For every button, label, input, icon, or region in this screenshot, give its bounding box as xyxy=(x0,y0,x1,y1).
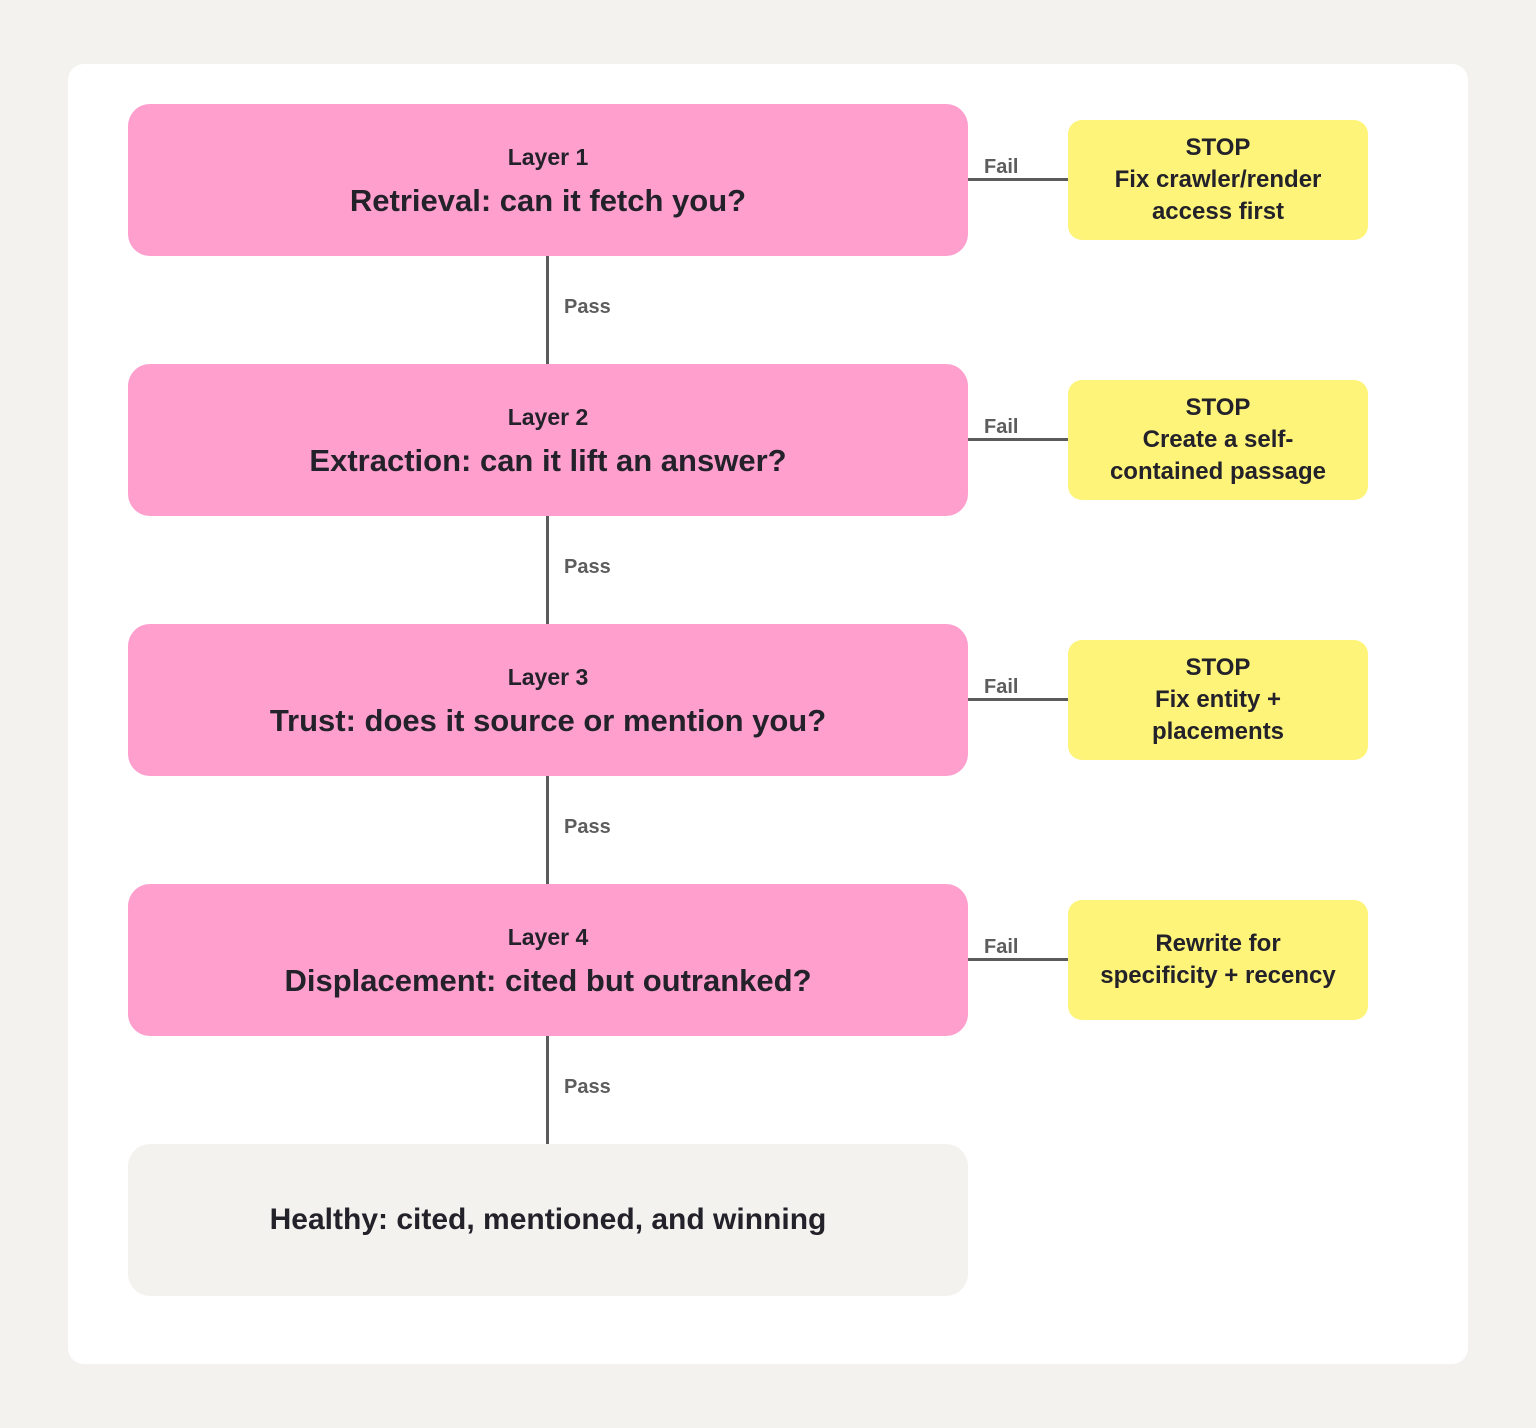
layer-4-label: Layer 4 xyxy=(507,923,589,950)
fail-outcome-3: STOP Fix entity + placements xyxy=(1068,640,1368,760)
layer-1-question: Retrieval: can it fetch you? xyxy=(349,182,747,218)
fail-outcome-1-line-1: STOP xyxy=(1185,134,1251,161)
fail-outcome-2-line-3: contained passage xyxy=(1109,458,1327,485)
pass-connector-4 xyxy=(546,1036,549,1144)
fail-outcome-3-line-2: Fix entity + xyxy=(1154,686,1282,713)
fail-outcome-4-line-2: specificity + recency xyxy=(1100,962,1336,989)
layer-2-question: Extraction: can it lift an answer? xyxy=(309,442,787,478)
layer-3-label: Layer 3 xyxy=(507,663,589,690)
fail-outcome-2: STOP Create a self- contained passage xyxy=(1068,380,1368,500)
fail-outcome-2-line-2: Create a self- xyxy=(1142,426,1294,453)
pass-label-4: Pass xyxy=(564,1076,611,1098)
fail-outcome-3-line-1: STOP xyxy=(1185,654,1251,681)
fail-label-4: Fail xyxy=(984,936,1019,958)
pass-label-3: Pass xyxy=(564,816,611,838)
layer-1-box: Layer 1 Retrieval: can it fetch you? xyxy=(128,104,968,256)
fail-label-3: Fail xyxy=(984,676,1019,698)
pass-connector-3 xyxy=(546,776,549,884)
fail-label-1: Fail xyxy=(984,156,1019,178)
fail-outcome-1-line-2: Fix crawler/render xyxy=(1114,166,1322,193)
layer-4-question: Displacement: cited but outranked? xyxy=(284,962,812,998)
fail-label-2: Fail xyxy=(984,416,1019,438)
layer-3-question: Trust: does it source or mention you? xyxy=(269,702,827,738)
fail-connector-3 xyxy=(968,698,1068,701)
layer-2-label: Layer 2 xyxy=(507,403,589,430)
pass-label-1: Pass xyxy=(564,296,611,318)
pass-label-2: Pass xyxy=(564,556,611,578)
pass-connector-1 xyxy=(546,256,549,364)
layer-2-box: Layer 2 Extraction: can it lift an answe… xyxy=(128,364,968,516)
fail-connector-4 xyxy=(968,958,1068,961)
healthy-result-box: Healthy: cited, mentioned, and winning xyxy=(128,1144,968,1296)
fail-outcome-4-line-1: Rewrite for xyxy=(1155,930,1281,957)
fail-outcome-3-line-3: placements xyxy=(1151,718,1285,745)
fail-connector-1 xyxy=(968,178,1068,181)
fail-outcome-1: STOP Fix crawler/render access first xyxy=(1068,120,1368,240)
layer-3-box: Layer 3 Trust: does it source or mention… xyxy=(128,624,968,776)
healthy-result-text: Healthy: cited, mentioned, and winning xyxy=(269,1203,827,1236)
layer-1-label: Layer 1 xyxy=(507,143,589,170)
fail-outcome-1-line-3: access first xyxy=(1151,198,1285,225)
fail-outcome-4: Rewrite for specificity + recency xyxy=(1068,900,1368,1020)
fail-outcome-2-line-1: STOP xyxy=(1185,394,1251,421)
pass-connector-2 xyxy=(546,516,549,624)
fail-connector-2 xyxy=(968,438,1068,441)
layer-4-box: Layer 4 Displacement: cited but outranke… xyxy=(128,884,968,1036)
